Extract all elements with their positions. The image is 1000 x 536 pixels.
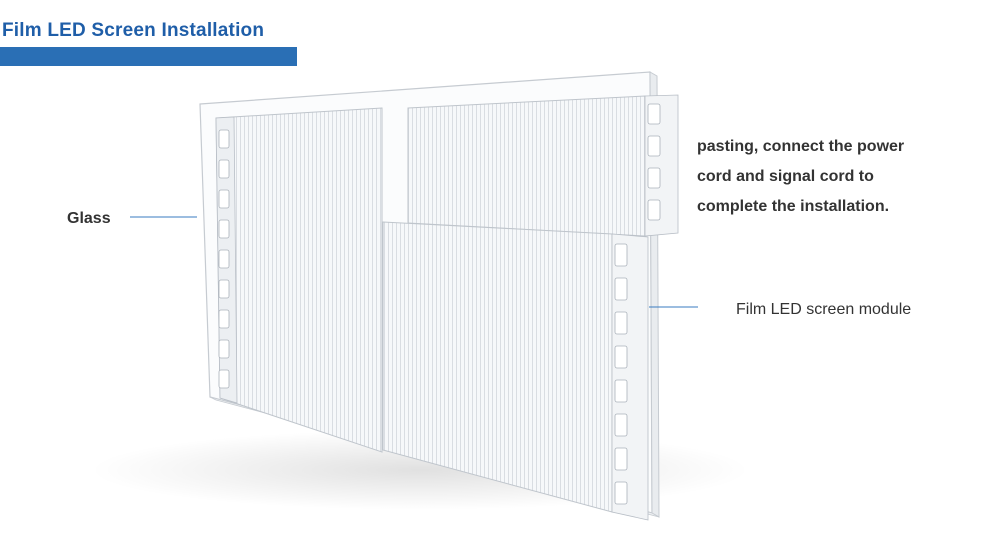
- title-underline-bar: [0, 47, 297, 66]
- glass-label: Glass: [67, 210, 111, 227]
- installation-note: pasting, connect the power cord and sign…: [697, 132, 957, 222]
- film-module-label: Film LED screen module: [736, 301, 912, 318]
- film-module-bottom-right: [382, 221, 649, 521]
- film-module-top-right: [407, 94, 679, 237]
- bottom-module-connectors: [614, 243, 628, 505]
- top-module-connectors: [647, 103, 661, 221]
- note-line-2: cord and signal cord to: [697, 168, 874, 185]
- note-line-1: pasting, connect the power: [697, 138, 905, 155]
- note-line-3: complete the installation.: [697, 198, 890, 215]
- page-title: Film LED Screen Installation: [2, 20, 265, 41]
- left-module-connectors: [218, 129, 230, 389]
- film-module-left: [215, 107, 383, 453]
